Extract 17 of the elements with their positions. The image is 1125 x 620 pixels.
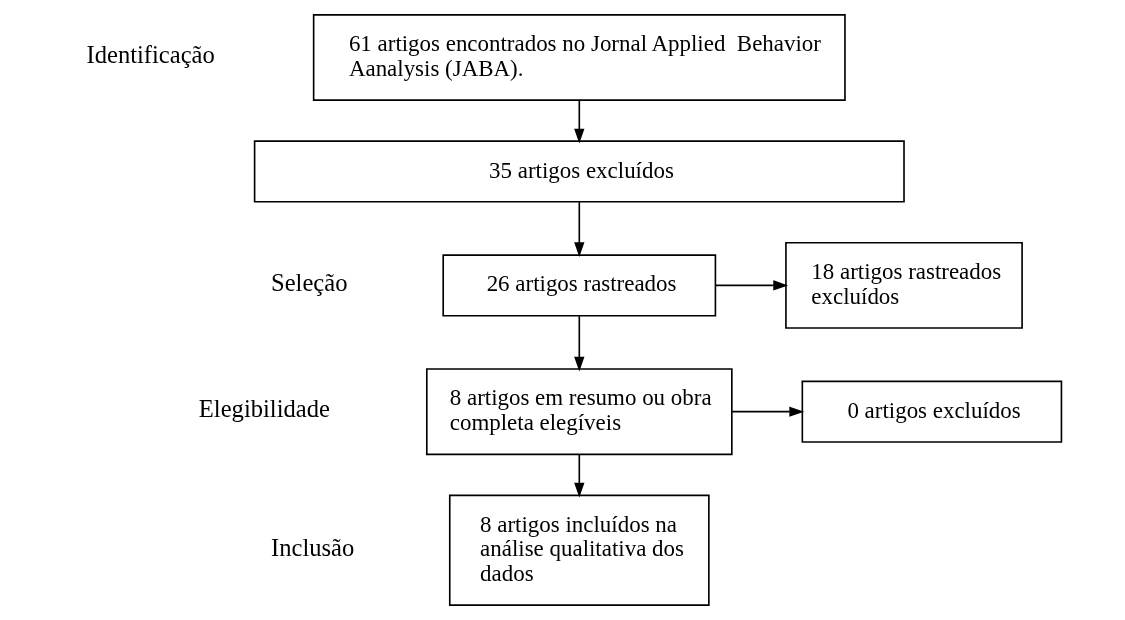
node-box: 0 artigos excluídos	[801, 380, 1063, 443]
node-box: 18 artigos rastreados excluídos	[785, 241, 1023, 329]
label: Elegibilidade	[198, 395, 330, 423]
label: Seleção	[271, 269, 348, 297]
node-box: 26 artigos rastreados	[442, 254, 717, 317]
label: Identificação	[86, 41, 215, 69]
arrow	[574, 315, 585, 372]
node-box: 35 artigos excluídos	[253, 140, 905, 203]
arrow	[714, 280, 789, 291]
node-box: 8 artigos incluídos na análise qualitativa dos dados	[448, 494, 710, 606]
arrow	[731, 406, 805, 417]
label: Inclusão	[271, 533, 355, 561]
arrow	[574, 201, 585, 257]
node-box: 61 artigos encontrados no Jornal Applied Behavior Aanalysis (JABA).	[312, 14, 846, 101]
arrow	[574, 453, 585, 498]
node-box: 8 artigos em resumo ou obra completa elegíveis	[426, 368, 733, 456]
arrow	[574, 99, 585, 144]
